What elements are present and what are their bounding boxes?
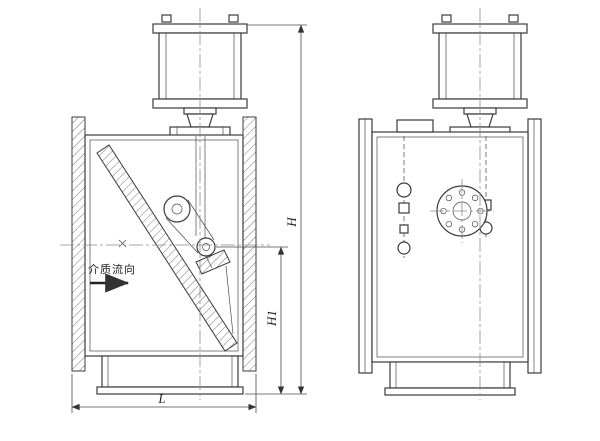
right-bottom-cover (384, 361, 516, 396)
valve-block-icon (398, 202, 410, 214)
inlet-flange (71, 116, 86, 372)
outlet-flange (242, 116, 257, 372)
outlet-flange-side (527, 118, 542, 374)
hinge-pivot (163, 195, 191, 223)
valve-block-icon (399, 224, 409, 234)
gauge-icon (396, 182, 412, 198)
left-view: 介质流向 (60, 8, 270, 400)
flow-direction: 介质流向 (88, 262, 136, 293)
instrument-chain-left (396, 136, 412, 258)
right-view (358, 8, 542, 400)
dimension-L: L (71, 374, 257, 413)
bolted-flange (430, 179, 494, 243)
flow-direction-label: 介质流向 (88, 262, 136, 276)
bolt-icon (508, 14, 519, 23)
bolt-icon (228, 14, 239, 23)
gauge-icon (397, 241, 411, 255)
dim-label-H: H (284, 217, 299, 228)
valve-seat (96, 144, 238, 352)
dimension-H: H (245, 24, 307, 395)
junction-box (396, 119, 434, 133)
dim-label-L: L (157, 391, 165, 406)
bolt-icon (441, 14, 452, 23)
dimension-H1: H1 (216, 246, 288, 395)
bolt-icon (161, 14, 172, 23)
right-valve-body (358, 118, 542, 374)
dim-label-H1: H1 (264, 310, 279, 327)
inlet-flange-side (358, 118, 373, 374)
left-bottom-cover (96, 355, 244, 395)
left-valve-body (71, 116, 257, 372)
dimensions: H H1 L (71, 24, 307, 413)
